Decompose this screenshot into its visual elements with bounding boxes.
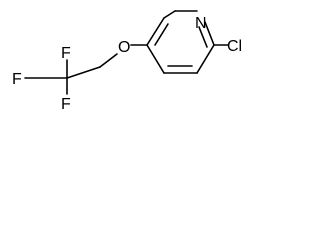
atom-label-fluorine-bottom: F xyxy=(61,96,71,113)
atom-label-fluorine-top: F xyxy=(61,45,71,62)
atom-label-chlorine: Cl xyxy=(227,38,242,55)
chemical-structure-diagram: N Cl O F F F xyxy=(12,10,242,113)
atom-label-oxygen: O xyxy=(118,39,130,56)
ring-bond-c5-c6-inner xyxy=(154,23,169,46)
ring-bond-n1-c2 xyxy=(204,21,215,46)
ring-bond-c5-c6 xyxy=(146,17,165,46)
ring-bond-c6-top xyxy=(163,10,176,19)
ring-bond-c4-c5 xyxy=(146,44,165,74)
ring-bond-c2-c3 xyxy=(196,44,215,74)
bond-o-ch2 xyxy=(99,53,118,68)
atom-label-nitrogen: N xyxy=(195,15,207,32)
atom-label-fluorine-left: F xyxy=(12,71,22,88)
ring-bond-n1-c2-inner xyxy=(198,26,208,48)
bond-ch2-cf3 xyxy=(66,66,101,79)
